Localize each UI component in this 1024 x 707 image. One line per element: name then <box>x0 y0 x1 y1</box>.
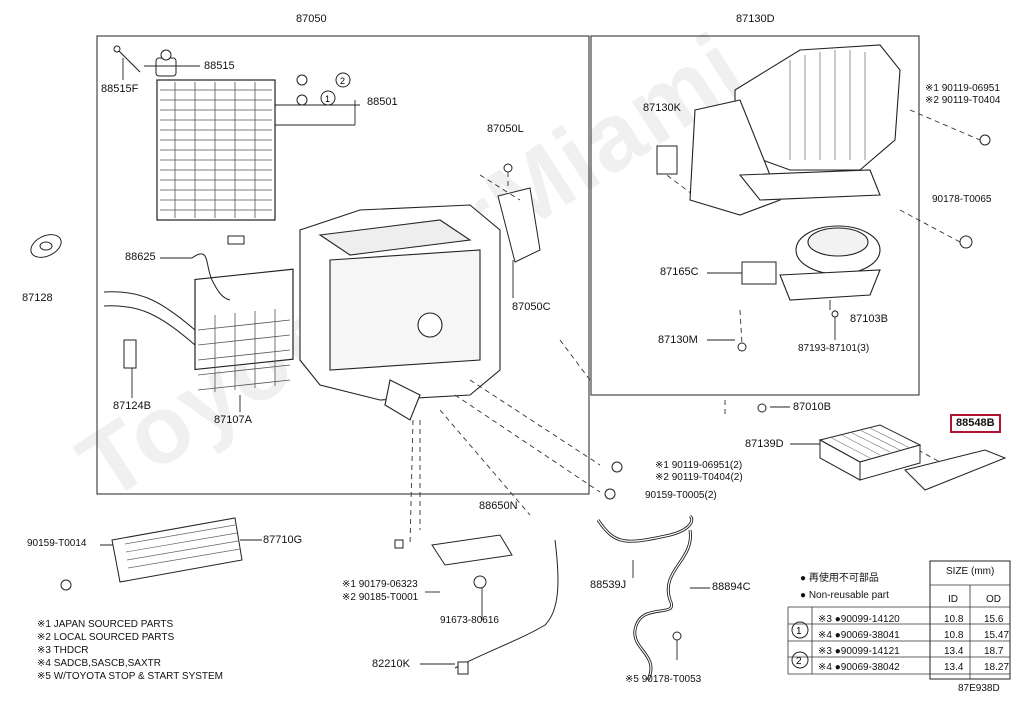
callout-1-label: 1 <box>796 626 802 637</box>
part-label-87050l[interactable]: 87050L <box>487 123 524 135</box>
size-table-od-header: OD <box>986 594 1001 605</box>
part-label-87130k[interactable]: 87130K <box>643 102 681 114</box>
heater-core <box>103 268 294 392</box>
part-label-88501[interactable]: 88501 <box>367 96 398 108</box>
sensor-88625 <box>191 253 231 301</box>
part-label-88548b-highlighted[interactable]: 88548B <box>950 414 1001 433</box>
size-row-3-id: 13.4 <box>944 646 964 657</box>
part-label-90119-06951-2[interactable]: ※1 90119-06951(2) <box>655 460 743 471</box>
callout-circle-2 <box>791 651 809 669</box>
actuator-87050c <box>497 163 541 263</box>
legend-non-reusable-jp: ● 再使用不可部品 <box>800 573 879 584</box>
group-label-87130d: 87130D <box>736 13 775 25</box>
size-row-3-part: ※3 ●90099-14121 <box>818 646 900 657</box>
part-label-88515f[interactable]: 88515F <box>101 83 139 95</box>
part-label-88894c[interactable]: 88894C <box>712 581 751 593</box>
part-label-82210k[interactable]: 82210K <box>372 658 410 670</box>
heater-unit-housing <box>299 204 501 421</box>
duct-87710g <box>60 517 243 591</box>
diagram-id: 87E938D <box>958 683 1000 694</box>
footnote-1: ※1 JAPAN SOURCED PARTS <box>37 619 174 630</box>
part-label-90119-t0404-2[interactable]: ※2 90119-T0404(2) <box>655 472 743 483</box>
size-row-4-od: 18.27 <box>984 662 1010 673</box>
part-label-87128[interactable]: 87128 <box>22 292 53 304</box>
part-label-90159-t0014[interactable]: 90159-T0014 <box>27 538 87 549</box>
part-label-90178-t0065[interactable]: 90178-T0065 <box>932 194 992 205</box>
size-table-title: SIZE (mm) <box>946 566 995 577</box>
part-label-87130m[interactable]: 87130M <box>658 334 698 346</box>
group-label-87050: 87050 <box>296 13 327 25</box>
legend-non-reusable-en: ● Non-reusable part <box>800 590 889 601</box>
part-label-87124b[interactable]: 87124B <box>113 400 151 412</box>
part-label-90178-t0053[interactable]: ※5 90178-T0053 <box>625 674 702 685</box>
callout-1-top: 1 <box>325 94 330 104</box>
air-filter <box>818 424 922 481</box>
expansion-valve <box>113 45 177 77</box>
part-label-87193[interactable]: 87193-87101(3) <box>798 343 870 354</box>
fasteners-87130d <box>604 134 991 500</box>
callout-2-top: 2 <box>340 76 345 86</box>
wire-82210k <box>454 539 559 669</box>
group-box-87050 <box>96 35 590 495</box>
part-label-88650n[interactable]: 88650N <box>479 500 518 512</box>
part-label-88625[interactable]: 88625 <box>125 251 156 263</box>
size-row-2-od: 15.47 <box>984 630 1010 641</box>
group-box-87130d <box>590 35 920 396</box>
part-label-88539j[interactable]: 88539J <box>590 579 627 591</box>
size-row-2-part: ※4 ●90069-38041 <box>818 630 900 641</box>
part-label-87010b[interactable]: 87010B <box>793 401 831 413</box>
part-label-87139d[interactable]: 87139D <box>745 438 784 450</box>
part-label-90179-06323[interactable]: ※1 90179-06323 <box>342 579 418 590</box>
grommet-87128 <box>30 234 62 258</box>
part-label-90159-t0005[interactable]: 90159-T0005(2) <box>645 490 717 501</box>
size-row-4-part: ※4 ●90069-38042 <box>818 662 900 673</box>
amplifier-88650n <box>394 534 513 589</box>
part-label-87050c[interactable]: 87050C <box>512 301 551 313</box>
part-label-91673-80616[interactable]: 91673-80616 <box>440 615 499 626</box>
size-row-3-od: 18.7 <box>984 646 1004 657</box>
part-label-90119-t0404[interactable]: ※2 90119-T0404 <box>925 95 1001 106</box>
part-label-88515[interactable]: 88515 <box>204 60 235 72</box>
part-label-90119-06951[interactable]: ※1 90119-06951 <box>925 83 1000 94</box>
size-table-id-header: ID <box>948 594 958 605</box>
part-label-87103b[interactable]: 87103B <box>850 313 888 325</box>
part-label-87165c[interactable]: 87165C <box>660 266 699 278</box>
part-label-87107a[interactable]: 87107A <box>214 414 252 426</box>
footnote-5: ※5 W/TOYOTA STOP & START SYSTEM <box>37 671 224 682</box>
size-row-1-part: ※3 ●90099-14120 <box>818 614 900 625</box>
size-row-4-id: 13.4 <box>944 662 964 673</box>
footnote-3: ※3 THDCR <box>37 645 89 656</box>
part-label-90185-t0001[interactable]: ※2 90185-T0001 <box>342 592 419 603</box>
blower-case <box>689 44 901 216</box>
callout-circle-1 <box>791 621 809 639</box>
size-row-2-id: 10.8 <box>944 630 964 641</box>
size-row-1-od: 15.6 <box>984 614 1004 625</box>
filter-cover-88548b <box>904 449 1007 491</box>
footnotes: ※1 JAPAN SOURCED PARTS ※2 LOCAL SOURCED … <box>37 618 223 683</box>
footnote-4: ※4 SADCB,SASCB,SAXTR <box>37 658 161 669</box>
resistor-87165c <box>741 261 777 285</box>
bracket-87130k <box>656 145 678 175</box>
blower-motor <box>779 225 881 301</box>
part-label-87710g[interactable]: 87710G <box>263 534 303 546</box>
footnote-2: ※2 LOCAL SOURCED PARTS <box>37 632 175 643</box>
evaporator-core <box>156 79 276 221</box>
callout-2-label: 2 <box>796 656 802 667</box>
size-row-1-id: 10.8 <box>944 614 964 625</box>
